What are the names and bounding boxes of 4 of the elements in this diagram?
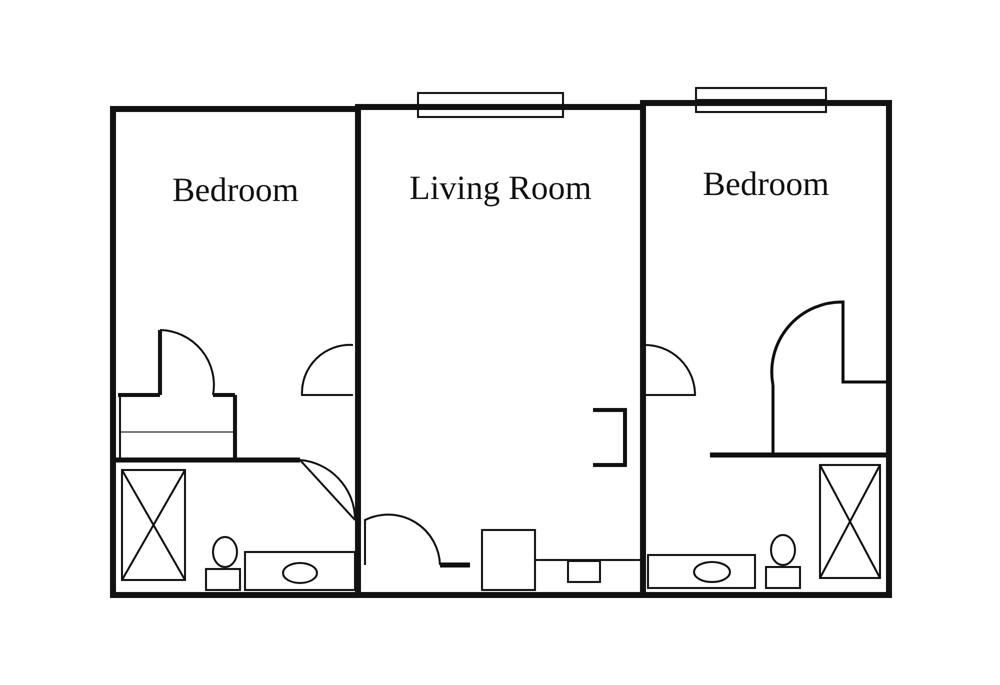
room-label: Bedroom: [702, 166, 830, 204]
room-outline: [640, 100, 892, 598]
room-label: Living Room: [408, 170, 593, 208]
room-label: Bedroom: [171, 172, 300, 210]
